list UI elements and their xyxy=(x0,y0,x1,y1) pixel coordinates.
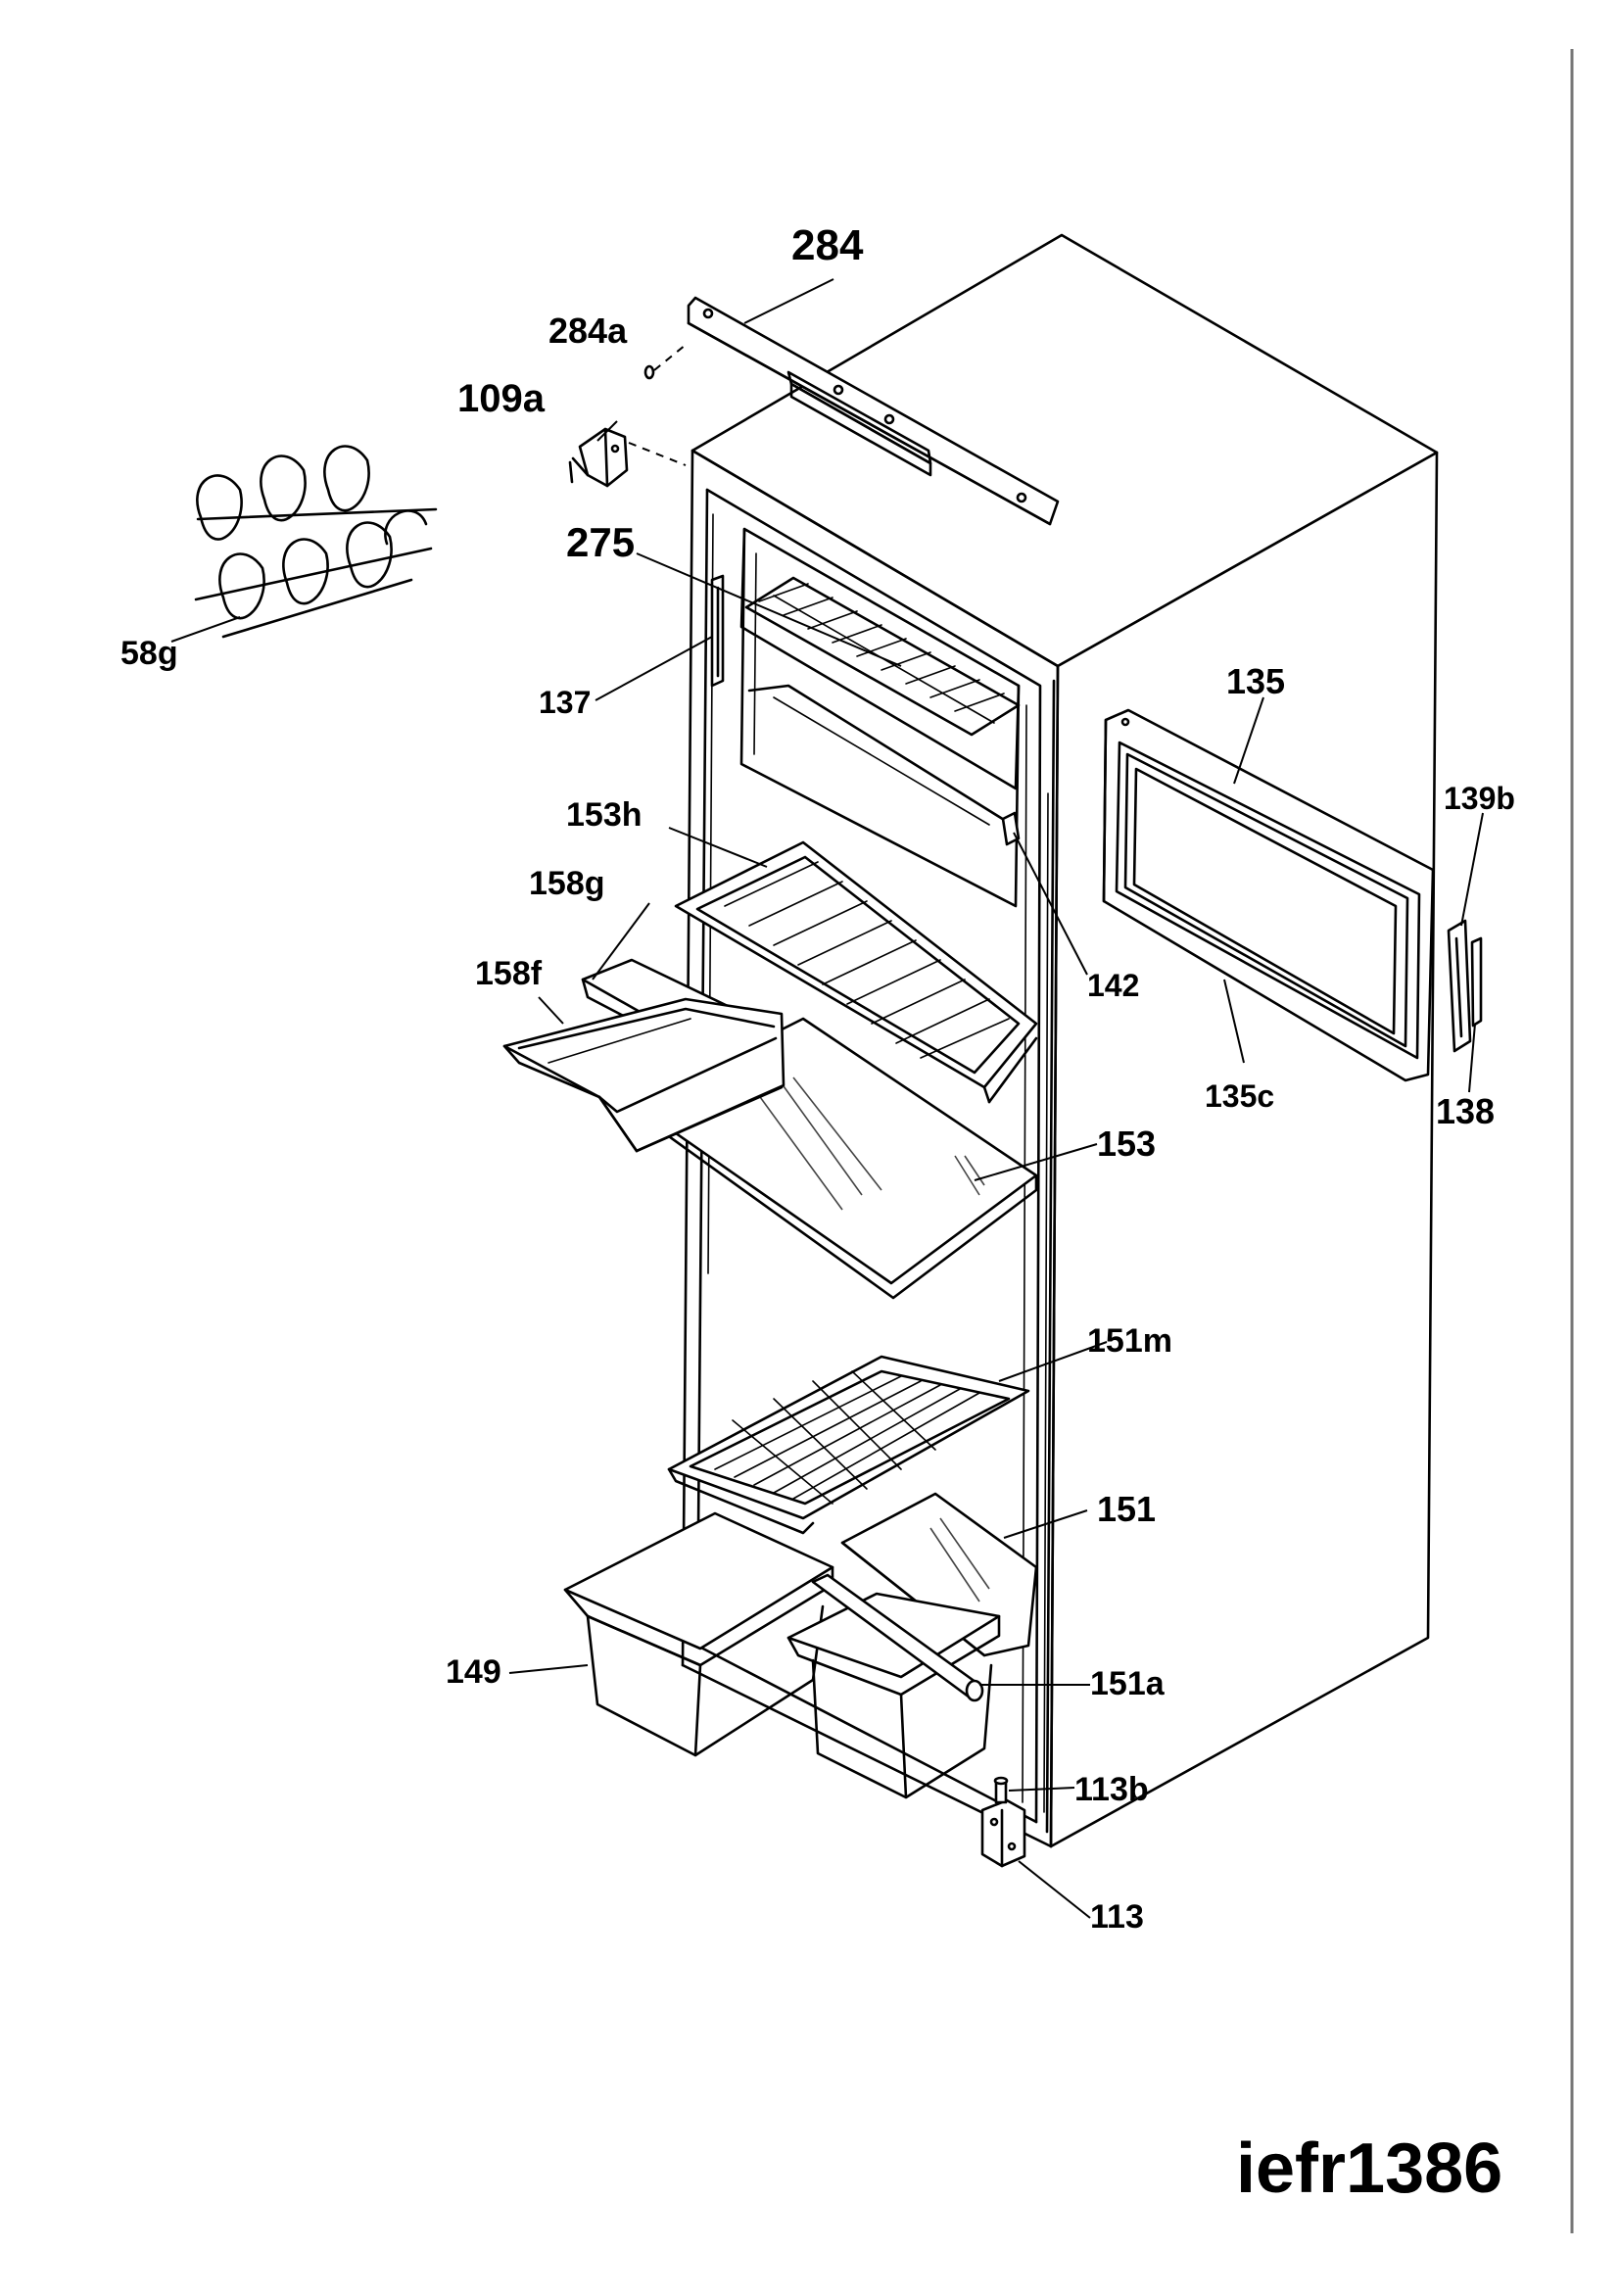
wine-rack xyxy=(194,445,438,639)
grill-shelf-151m xyxy=(667,1355,1030,1535)
label-135: 135 xyxy=(1226,661,1285,701)
label-138: 138 xyxy=(1436,1091,1495,1131)
label-284a: 284a xyxy=(548,311,628,351)
label-149: 149 xyxy=(446,1653,501,1691)
label-151m: 151m xyxy=(1087,1322,1172,1360)
label-153: 153 xyxy=(1097,1124,1156,1164)
top-trim-panel xyxy=(687,296,1060,526)
part-labels: 284 284a 109a 58g 275 137 135 139b 153h … xyxy=(120,221,1515,2208)
door-handle xyxy=(1447,919,1483,1053)
freezer-door-135 xyxy=(1102,708,1435,1082)
label-284: 284 xyxy=(791,221,864,269)
label-275: 275 xyxy=(566,519,635,565)
label-113b: 113b xyxy=(1074,1771,1149,1808)
label-158g: 158g xyxy=(529,865,605,902)
dairy-tray-158f xyxy=(502,997,786,1153)
label-151: 151 xyxy=(1097,1489,1156,1529)
label-109a: 109a xyxy=(457,377,546,420)
label-113: 113 xyxy=(1090,1898,1144,1936)
label-142: 142 xyxy=(1087,968,1139,1003)
label-153h: 153h xyxy=(566,796,643,834)
label-135c: 135c xyxy=(1205,1078,1274,1114)
screw-284a xyxy=(643,364,655,380)
leader-lines xyxy=(170,278,1484,1919)
upper-hinge xyxy=(568,427,629,488)
drawing-code: iefr1386 xyxy=(1236,2129,1502,2208)
label-58g: 58g xyxy=(120,635,178,672)
door-rail-137 xyxy=(710,574,725,688)
label-158f: 158f xyxy=(475,955,543,992)
label-151a: 151a xyxy=(1090,1665,1166,1702)
hinge-pin-113b xyxy=(993,1776,1009,1804)
label-137: 137 xyxy=(539,685,591,720)
lower-hinge xyxy=(980,1798,1026,1868)
label-139b: 139b xyxy=(1444,781,1515,816)
